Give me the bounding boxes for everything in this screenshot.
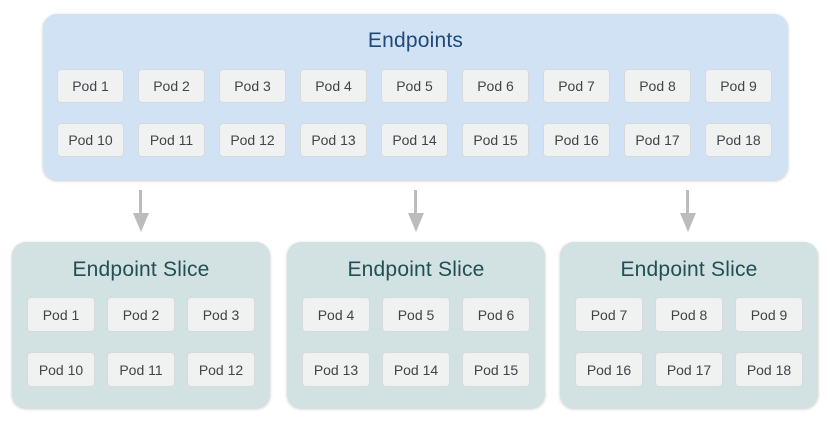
pod: Pod 13 <box>302 352 370 387</box>
arrow-head <box>132 213 149 232</box>
pod: Pod 3 <box>187 297 255 332</box>
pod: Pod 1 <box>57 69 124 103</box>
endpoint-slice-box-3: Endpoint Slice Pod 7 Pod 8 Pod 9 Pod 16 … <box>560 242 818 408</box>
pod: Pod 15 <box>462 352 530 387</box>
endpoints-pod-rows: Pod 1 Pod 2 Pod 3 Pod 4 Pod 5 Pod 6 Pod … <box>57 69 772 157</box>
pod: Pod 10 <box>27 352 95 387</box>
pod: Pod 18 <box>705 123 772 157</box>
arrow-head <box>679 213 696 232</box>
pod: Pod 16 <box>543 123 610 157</box>
pod: Pod 10 <box>57 123 124 157</box>
endpoint-slice-box-2: Endpoint Slice Pod 4 Pod 5 Pod 6 Pod 13 … <box>287 242 545 408</box>
pod: Pod 12 <box>219 123 286 157</box>
pod: Pod 17 <box>624 123 691 157</box>
endpoint-slice-title: Endpoint Slice <box>72 258 210 281</box>
endpoint-slice-title: Endpoint Slice <box>620 258 758 281</box>
pod: Pod 6 <box>462 69 529 103</box>
pod: Pod 17 <box>655 352 723 387</box>
pod: Pod 11 <box>138 123 205 157</box>
pod: Pod 18 <box>735 352 803 387</box>
pod: Pod 4 <box>302 297 370 332</box>
pod: Pod 7 <box>575 297 643 332</box>
pod: Pod 14 <box>382 352 450 387</box>
pod: Pod 5 <box>381 69 448 103</box>
endpoint-slice-title: Endpoint Slice <box>347 258 485 281</box>
pod: Pod 6 <box>462 297 530 332</box>
pod: Pod 14 <box>381 123 448 157</box>
slice-pod-row-2: Pod 10 Pod 11 Pod 12 <box>27 352 255 387</box>
pod: Pod 4 <box>300 69 367 103</box>
endpoints-pod-row-2: Pod 10 Pod 11 Pod 12 Pod 13 Pod 14 Pod 1… <box>57 123 772 157</box>
endpoints-pod-row-1: Pod 1 Pod 2 Pod 3 Pod 4 Pod 5 Pod 6 Pod … <box>57 69 772 103</box>
pod: Pod 11 <box>107 352 175 387</box>
endpoint-slice-box-1: Endpoint Slice Pod 1 Pod 2 Pod 3 Pod 10 … <box>12 242 270 408</box>
pod: Pod 13 <box>300 123 367 157</box>
arrow-line <box>686 190 689 213</box>
endpoints-title: Endpoints <box>367 29 464 52</box>
pod: Pod 7 <box>543 69 610 103</box>
slice-pod-rows: Pod 4 Pod 5 Pod 6 Pod 13 Pod 14 Pod 15 <box>302 297 530 387</box>
slice-pod-row-1: Pod 7 Pod 8 Pod 9 <box>575 297 803 332</box>
arrow-line <box>414 190 417 213</box>
pod: Pod 9 <box>735 297 803 332</box>
pod: Pod 12 <box>187 352 255 387</box>
slice-pod-row-2: Pod 13 Pod 14 Pod 15 <box>302 352 530 387</box>
slice-pod-rows: Pod 7 Pod 8 Pod 9 Pod 16 Pod 17 Pod 18 <box>575 297 803 387</box>
pod: Pod 16 <box>575 352 643 387</box>
pod: Pod 1 <box>27 297 95 332</box>
down-arrow-icon <box>132 190 149 232</box>
pod: Pod 5 <box>382 297 450 332</box>
slice-pod-rows: Pod 1 Pod 2 Pod 3 Pod 10 Pod 11 Pod 12 <box>27 297 255 387</box>
arrow-head <box>407 213 424 232</box>
endpoints-box: Endpoints Pod 1 Pod 2 Pod 3 Pod 4 Pod 5 … <box>43 14 788 180</box>
slice-pod-row-1: Pod 1 Pod 2 Pod 3 <box>27 297 255 332</box>
pod: Pod 8 <box>655 297 723 332</box>
down-arrow-icon <box>407 190 424 232</box>
slice-pod-row-1: Pod 4 Pod 5 Pod 6 <box>302 297 530 332</box>
arrow-line <box>139 190 142 213</box>
pod: Pod 15 <box>462 123 529 157</box>
pod: Pod 8 <box>624 69 691 103</box>
pod: Pod 3 <box>219 69 286 103</box>
pod: Pod 2 <box>107 297 175 332</box>
down-arrow-icon <box>679 190 696 232</box>
pod: Pod 2 <box>138 69 205 103</box>
slice-pod-row-2: Pod 16 Pod 17 Pod 18 <box>575 352 803 387</box>
pod: Pod 9 <box>705 69 772 103</box>
